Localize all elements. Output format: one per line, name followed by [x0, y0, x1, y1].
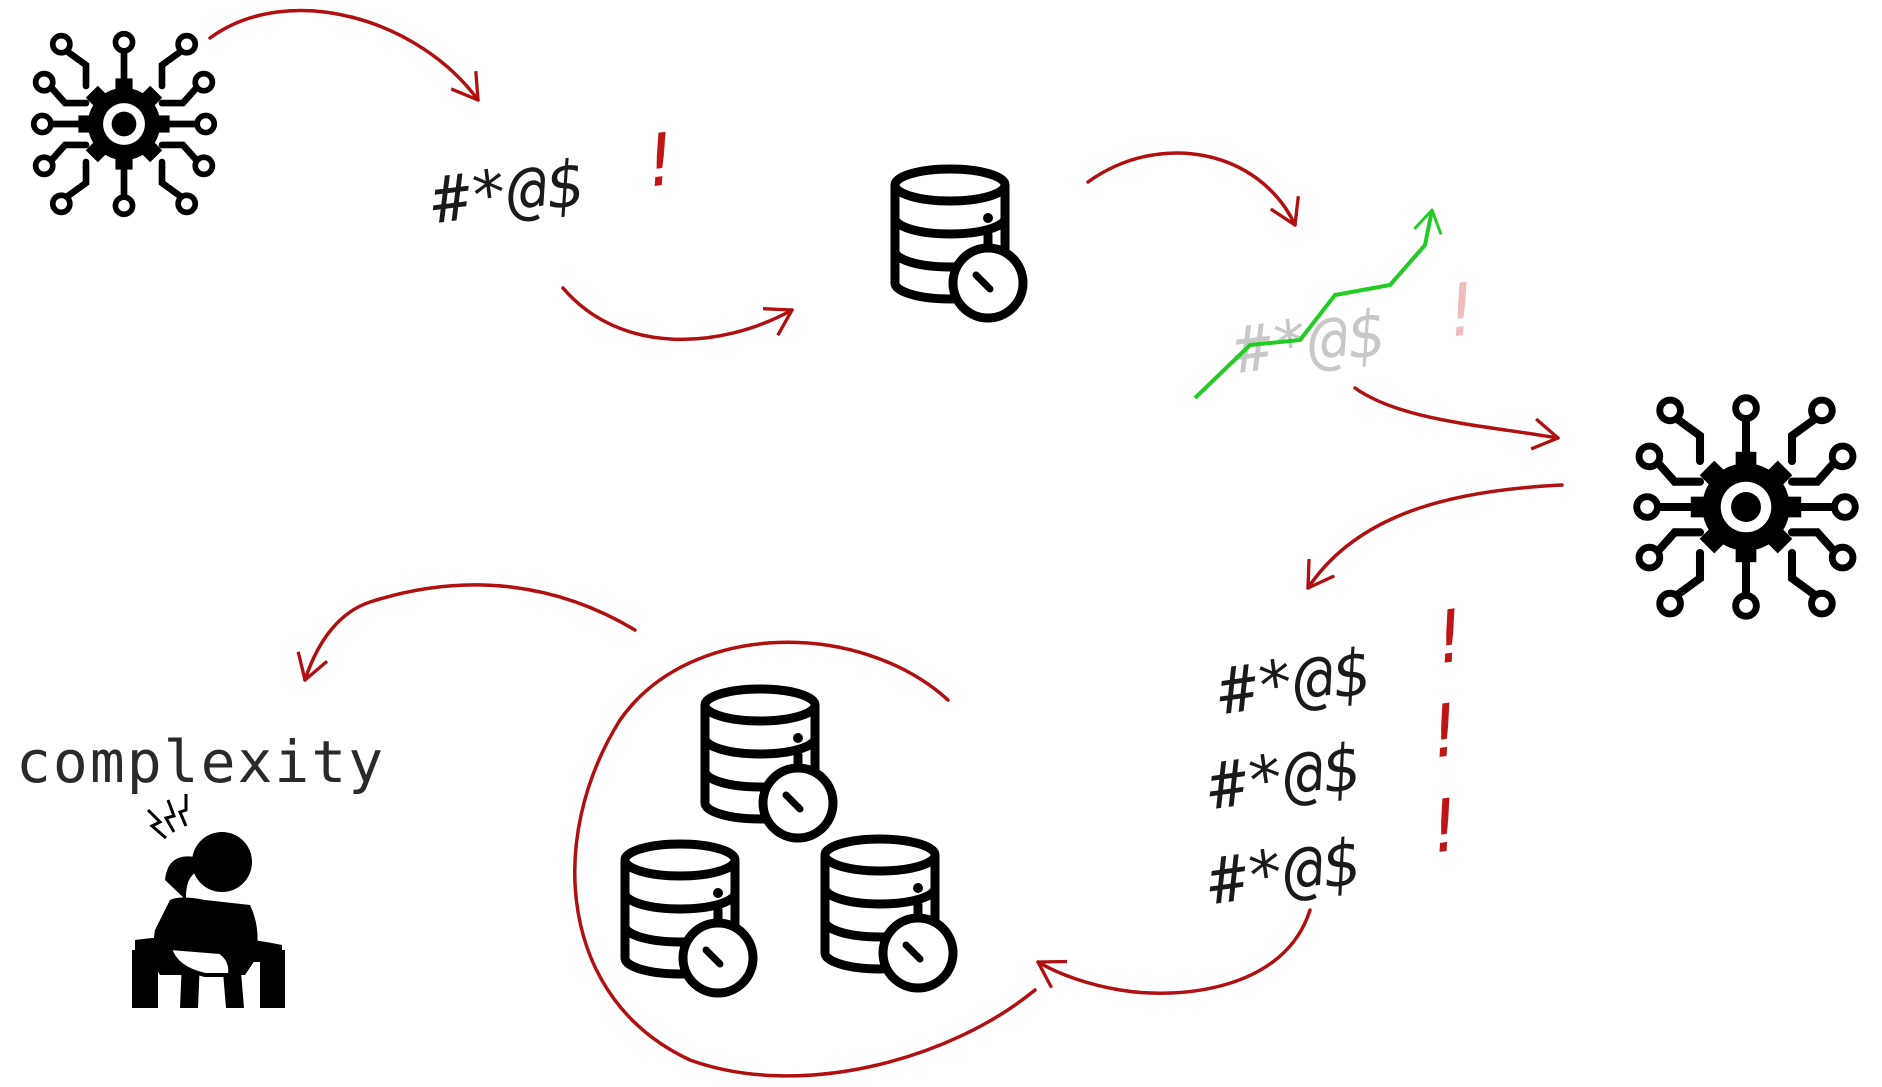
flow-arrow — [561, 286, 794, 342]
svg-text:#*@$: #*@$ — [426, 147, 589, 239]
svg-text:!: ! — [1417, 781, 1472, 870]
ai-chip-gear-icon — [1637, 398, 1856, 617]
ai-chip-gear-icon — [34, 34, 215, 215]
svg-text:!: ! — [1422, 592, 1477, 681]
complexity-label: complexity — [16, 728, 385, 796]
flow-arrow — [1086, 151, 1300, 227]
garbled-symbols-faded: #*@$ ! — [1228, 266, 1488, 389]
database-timer-icon — [625, 844, 753, 993]
flow-arrow — [296, 583, 637, 682]
svg-text:!: ! — [634, 116, 687, 205]
svg-text:#*@$: #*@$ — [1203, 825, 1367, 920]
flow-arrow — [208, 8, 480, 102]
loop-arrow — [573, 640, 1037, 1078]
database-timer-icon — [705, 689, 833, 838]
garbled-symbols-stack: #*@$ ! #*@$ ! #*@$ ! — [1203, 592, 1477, 920]
svg-text:#*@$: #*@$ — [1203, 730, 1367, 825]
stressed-person-icon — [132, 794, 285, 1008]
flow-arrow — [1306, 483, 1564, 590]
database-timer-icon — [825, 839, 953, 988]
flow-arrow — [1036, 908, 1312, 995]
svg-text:!: ! — [1435, 266, 1488, 355]
svg-text:!: ! — [1417, 686, 1472, 775]
green-trend-line — [1193, 208, 1443, 400]
garbled-symbols-top: #*@$ ! — [426, 116, 687, 239]
database-timer-icon — [895, 169, 1023, 318]
svg-text:#*@$: #*@$ — [1213, 635, 1377, 730]
flow-arrow — [1353, 386, 1560, 451]
